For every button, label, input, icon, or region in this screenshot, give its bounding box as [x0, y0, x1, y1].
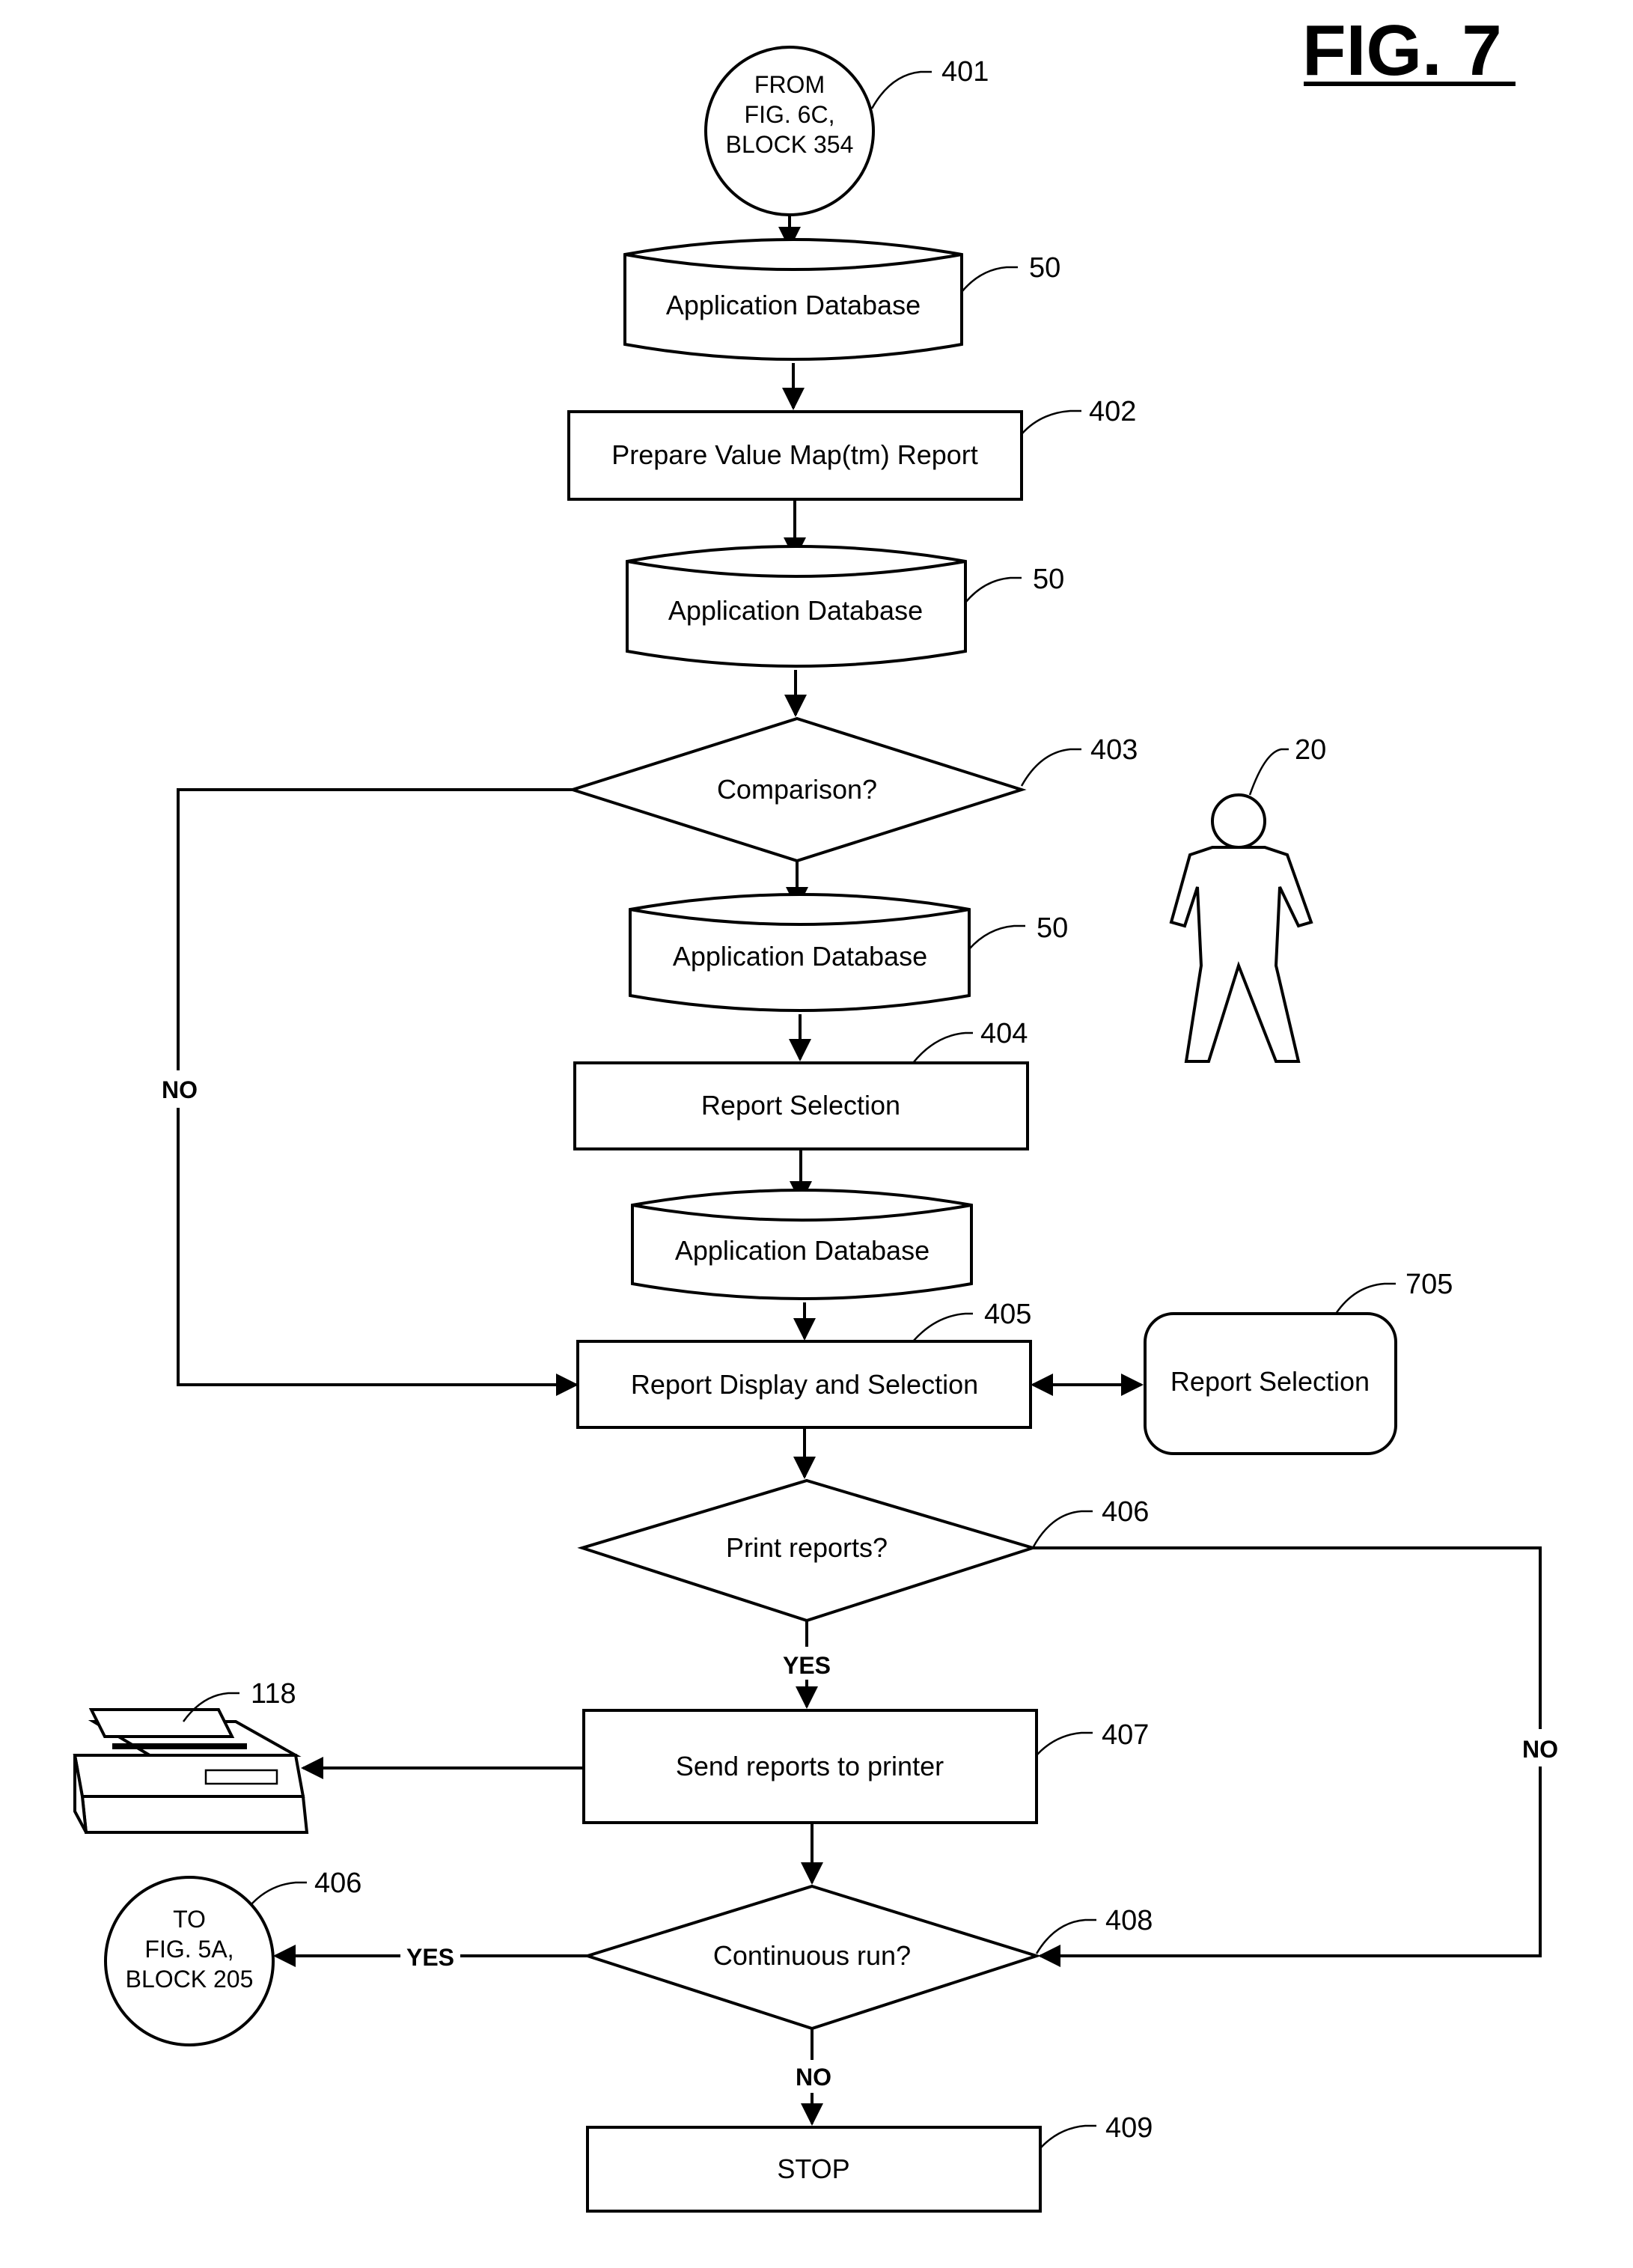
- start-connector-line-3: BLOCK 354: [726, 131, 854, 158]
- report-selection-terminal-label: Report Selection: [1170, 1366, 1370, 1397]
- printer-ref: 118: [251, 1678, 296, 1710]
- start-connector: FROM FIG. 6C, BLOCK 354 401: [706, 47, 989, 215]
- comparison-ref: 403: [1090, 734, 1138, 766]
- print-reports-decision: Print reports? 406: [582, 1481, 1149, 1621]
- continuous-no-label: NO: [796, 2064, 831, 2091]
- user-figure-ref: 20: [1295, 734, 1326, 766]
- database-label-1: Application Database: [666, 290, 921, 320]
- user-figure-icon: 20: [1171, 734, 1326, 1061]
- end-connector-line-2: FIG. 5A,: [144, 1936, 233, 1963]
- application-database-3: Application Database 50: [630, 894, 1068, 1010]
- report-selection-ref: 404: [980, 1018, 1028, 1049]
- end-connector-line-1: TO: [173, 1906, 206, 1933]
- prepare-report-label: Prepare Value Map(tm) Report: [611, 439, 978, 470]
- database-ref-2: 50: [1033, 564, 1064, 595]
- print-reports-ref: 406: [1102, 1496, 1149, 1528]
- printer-icon: 118: [75, 1678, 307, 1832]
- send-printer-ref: 407: [1102, 1719, 1149, 1751]
- database-ref-3: 50: [1037, 912, 1068, 944]
- database-label-4: Application Database: [675, 1235, 930, 1266]
- figure-title: FIG. 7: [1302, 10, 1502, 91]
- start-connector-line-1: FROM: [754, 71, 825, 98]
- stop-box: STOP 409: [587, 2112, 1153, 2211]
- start-connector-line-2: FIG. 6C,: [745, 101, 835, 128]
- send-printer-box: Send reports to printer 407: [584, 1710, 1149, 1823]
- comparison-decision: Comparison? 403: [573, 719, 1138, 861]
- stop-label: STOP: [777, 2153, 849, 2184]
- database-label-2: Application Database: [668, 595, 923, 626]
- prepare-report-ref: 402: [1089, 396, 1136, 427]
- start-connector-ref: 401: [941, 56, 989, 88]
- end-connector-line-3: BLOCK 205: [126, 1966, 254, 1993]
- database-label-3: Application Database: [673, 941, 927, 972]
- send-printer-label: Send reports to printer: [676, 1751, 944, 1781]
- report-selection-label: Report Selection: [701, 1090, 900, 1121]
- print-yes-label: YES: [783, 1652, 831, 1679]
- comparison-label: Comparison?: [717, 774, 877, 805]
- report-display-ref: 405: [984, 1299, 1031, 1330]
- end-connector-ref: 406: [314, 1868, 361, 1899]
- stop-ref: 409: [1105, 2112, 1153, 2144]
- continuous-yes-label: YES: [406, 1944, 454, 1971]
- report-selection-terminal: Report Selection 705: [1145, 1269, 1453, 1454]
- continuous-run-label: Continuous run?: [713, 1940, 911, 1971]
- application-database-2: Application Database 50: [627, 546, 1064, 666]
- application-database-4: Application Database: [632, 1190, 971, 1299]
- print-reports-label: Print reports?: [726, 1532, 888, 1563]
- report-selection-terminal-ref: 705: [1405, 1269, 1453, 1300]
- comparison-no-label: NO: [162, 1076, 198, 1103]
- print-no-label: NO: [1522, 1736, 1558, 1763]
- database-ref-1: 50: [1029, 252, 1060, 284]
- report-display-label: Report Display and Selection: [631, 1369, 978, 1400]
- prepare-report-box: Prepare Value Map(tm) Report 402: [569, 396, 1136, 499]
- application-database-1: Application Database 50: [625, 240, 1060, 359]
- continuous-run-ref: 408: [1105, 1905, 1153, 1936]
